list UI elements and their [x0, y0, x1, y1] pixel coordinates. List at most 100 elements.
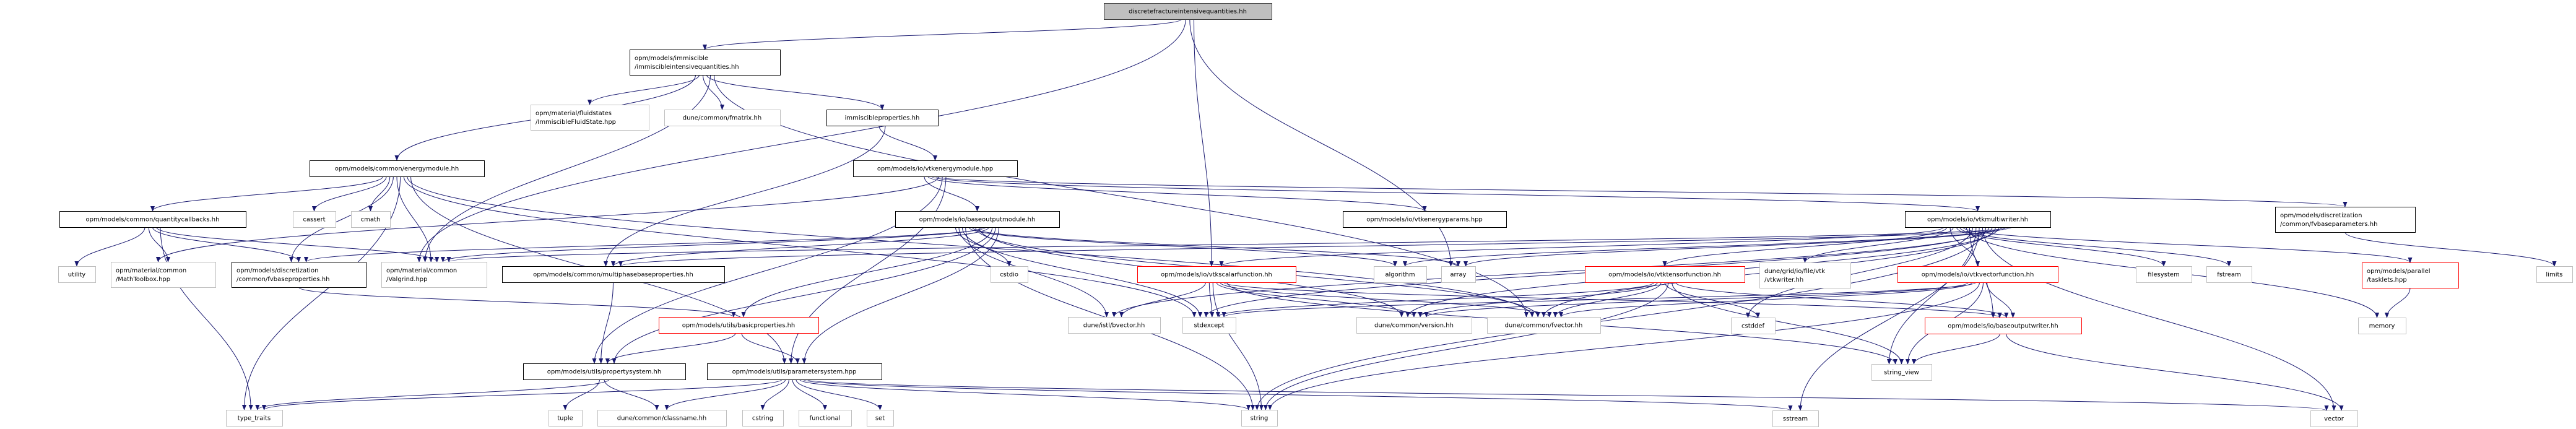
node-fvbaseproperties[interactable]: opm/models/discretization/common/fvbasep… — [232, 262, 366, 288]
node-box — [1871, 364, 1932, 381]
node-vtkscalar[interactable]: opm/models/io/vtkscalarfunction.hh — [1137, 266, 1296, 283]
edge-root-to-valgrind — [417, 19, 1186, 262]
node-stdexcept: stdexcept — [1182, 317, 1236, 334]
node-fvbaseparameters[interactable]: opm/models/discretization/common/fvbasep… — [2275, 207, 2416, 233]
node-label: tuple — [557, 415, 573, 422]
node-box — [895, 211, 1060, 228]
node-box — [2536, 266, 2573, 283]
edge-vtkmultiwriter-to-vtktensor — [1662, 227, 1948, 267]
node-label: string_view — [1884, 370, 1919, 376]
node-label: opm/models/common/multiphasebaseproperti… — [533, 272, 693, 279]
edge-vtkmultiwriter-to-vtkscalar — [1219, 227, 1944, 267]
node-tuple: tuple — [549, 410, 583, 427]
edge-vtktensor-to-string_view — [1672, 282, 1904, 365]
edge-vtktensor-to-cstddef — [1664, 282, 1761, 318]
node-label: filesystem — [2148, 272, 2179, 279]
node-fstream: fstream — [2206, 266, 2252, 283]
node-label: discretefractureintensivequantities.hh — [1129, 9, 1247, 15]
node-box — [58, 266, 96, 283]
edge-baseoutputmodule-to-multiphase — [611, 227, 989, 267]
edge-vtkvector-to-baseoutputwriter — [1987, 282, 2016, 318]
node-energymodule[interactable]: opm/models/common/energymodule.hh — [310, 160, 485, 177]
node-label: immiscibleproperties.hh — [845, 115, 920, 122]
node-tasklets[interactable]: opm/models/parallel/tasklets.hpp — [2362, 262, 2459, 288]
node-fmatrix: dune/common/fmatrix.hh — [664, 110, 781, 126]
node-bvector: dune/istl/bvector.hh — [1068, 317, 1161, 334]
edge-vtkvector-to-fvector — [1559, 282, 1972, 318]
node-basicprops[interactable]: opm/models/utils/basicproperties.hh — [659, 317, 819, 334]
node-vtkvector[interactable]: opm/models/io/vtkvectorfunction.hh — [1897, 266, 2058, 283]
node-box — [531, 105, 649, 131]
node-label: opm/models/io/vtktensorfunction.hh — [1608, 272, 1721, 279]
edge-vtkvector-to-string — [1267, 282, 1980, 410]
edge-energymodule-to-fvbaseproperties — [288, 176, 394, 262]
node-box — [664, 110, 781, 126]
edge-vtkscalar-to-string — [1212, 282, 1264, 410]
node-type-traits: type_traits — [226, 410, 283, 427]
node-quantitycallbacks[interactable]: opm/models/common/quantitycallbacks.hh — [59, 211, 246, 228]
edge-vtkmultiwriter-to-tasklets — [1962, 227, 2413, 263]
edge-vtkmultiwriter-to-string — [1254, 227, 1987, 410]
node-immprops[interactable]: immiscibleproperties.hh — [826, 110, 939, 126]
node-utility: utility — [58, 266, 96, 283]
node-multiphase[interactable]: opm/models/common/multiphasebaseproperti… — [502, 266, 725, 283]
edge-energymodule-to-type_traits — [241, 176, 401, 410]
edge-propertysystem-to-classname — [604, 379, 659, 410]
node-box — [502, 266, 725, 283]
node-label: opm/models/io/vtkvectorfunction.hh — [1922, 272, 2034, 279]
edge-baseoutputmodule-to-array — [971, 227, 1460, 267]
edge-vtkenergymodule-to-vtkmultiwriter — [931, 176, 1980, 212]
node-box — [867, 410, 894, 427]
node-label: /MathToolbox.hpp — [116, 276, 170, 283]
node-box — [2275, 207, 2416, 233]
node-imm-iq[interactable]: opm/models/immiscible/immiscibleintensiv… — [630, 50, 781, 76]
node-vtkenergymodule[interactable]: opm/models/io/vtkenergymodule.hpp — [853, 160, 1018, 177]
node-cstddef: cstddef — [1731, 318, 1776, 334]
node-label: opm/models/io/vtkscalarfunction.hh — [1161, 272, 1272, 279]
node-baseoutputmodule[interactable]: opm/models/io/baseoutputmodule.hh — [895, 211, 1060, 228]
node-box — [381, 262, 487, 288]
node-label: cmath — [361, 217, 381, 223]
node-label: functional — [810, 415, 841, 422]
edge-baseoutputmodule-to-parametersystem — [802, 227, 999, 364]
edge-vtkmultiwriter-to-array — [1464, 227, 2006, 267]
node-box — [1104, 3, 1272, 20]
edge-vtktensor-to-string — [1263, 282, 1669, 410]
node-baseoutputwriter[interactable]: opm/models/io/baseoutputwriter.hh — [1925, 318, 2082, 334]
edges-layer — [74, 19, 2557, 411]
edge-quantitycallbacks-to-type_traits — [160, 227, 253, 410]
edge-quantitycallbacks-to-mathtoolbox — [148, 227, 171, 262]
node-label: /vtkwriter.hh — [1764, 277, 1803, 284]
edge-baseoutputwriter-to-vector — [2006, 333, 2344, 411]
node-label: opm/models/discretization — [236, 267, 318, 274]
edge-quantitycallbacks-to-utility — [74, 227, 145, 267]
node-label: dune/common/fmatrix.hh — [683, 115, 761, 122]
node-label: algorithm — [1385, 272, 1415, 279]
edge-vtkmultiwriter-to-algorithm — [1403, 227, 2003, 267]
node-vtktensor[interactable]: opm/models/io/vtktensorfunction.hh — [1585, 266, 1745, 283]
node-label: stdexcept — [1194, 323, 1224, 329]
node-box — [1356, 317, 1472, 334]
node-algorithm: algorithm — [1374, 266, 1427, 283]
node-vector: vector — [2310, 410, 2358, 427]
node-functional: functional — [799, 410, 852, 427]
node-label: cstdio — [1000, 272, 1018, 279]
node-box — [2136, 266, 2192, 283]
node-box — [597, 410, 727, 427]
node-propertysystem[interactable]: opm/models/utils/propertysystem.hh — [523, 363, 686, 380]
node-label: opm/models/parallel — [2367, 268, 2431, 275]
node-cstdio: cstdio — [991, 266, 1028, 283]
node-box — [351, 211, 391, 228]
edge-energymodule-to-valgrind — [396, 176, 433, 262]
edge-energymodule-to-cmath — [368, 176, 391, 212]
node-set: set — [867, 410, 894, 427]
node-box — [2358, 318, 2406, 334]
edge-baseoutputmodule-to-algorithm — [968, 227, 1397, 267]
node-vtkmultiwriter[interactable]: opm/models/io/vtkmultiwriter.hh — [1905, 211, 2051, 228]
edge-vtktensor-to-baseoutputwriter — [1675, 282, 2009, 318]
node-parametersystem[interactable]: opm/models/utils/parametersystem.hpp — [707, 363, 882, 380]
node-root[interactable]: discretefractureintensivequantities.hh — [1104, 3, 1272, 20]
node-label: /common/fvbaseproperties.hh — [236, 276, 329, 283]
node-vtkenergyparams[interactable]: opm/models/io/vtkenergyparams.hpp — [1343, 211, 1507, 228]
node-version: dune/common/version.hh — [1356, 317, 1472, 334]
